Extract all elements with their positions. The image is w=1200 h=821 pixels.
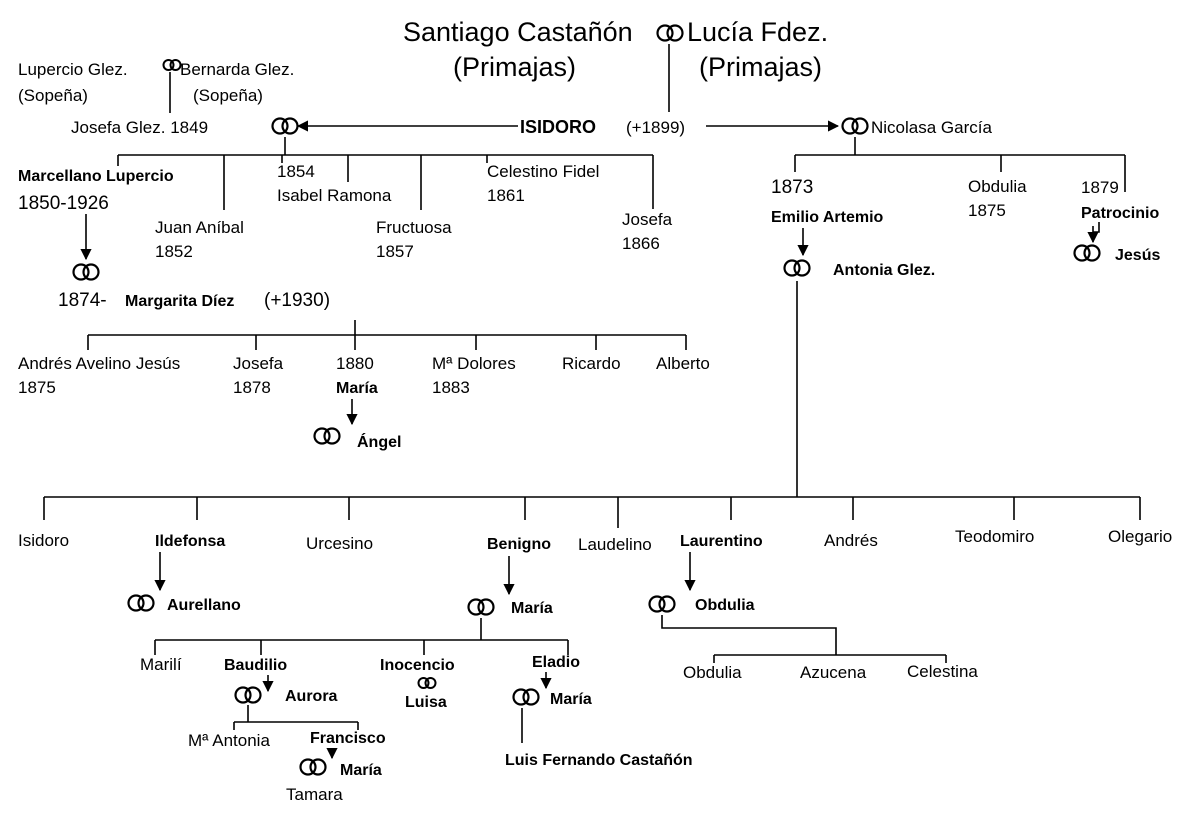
marili: Marilí xyxy=(140,655,182,674)
marriage-year: 1874- xyxy=(58,290,107,311)
marriage-rings-icon xyxy=(271,117,299,135)
root-lucia: Lucía Fdez. xyxy=(687,17,828,47)
josefa-hija-year: 1866 xyxy=(622,234,660,253)
emilio-year: 1873 xyxy=(771,177,813,198)
m-antonia: Mª Antonia xyxy=(188,731,270,750)
marriage-rings-icon xyxy=(72,263,100,281)
maria-eladio: María xyxy=(550,691,592,708)
antonia-glez: Antonia Glez. xyxy=(833,262,935,279)
andres: Andrés xyxy=(824,531,878,550)
marriage-rings-icon xyxy=(417,677,437,689)
marriage-rings-icon xyxy=(234,686,262,704)
root-couple: Santiago Castañón Lucía Fdez. (Primajas)… xyxy=(403,17,828,82)
isabel-ramona: Isabel Ramona xyxy=(277,186,392,205)
baudilio: Baudilio xyxy=(224,657,287,674)
emilio-artemio: Emilio Artemio xyxy=(771,209,884,226)
tamara: Tamara xyxy=(286,785,343,804)
luisa: Luisa xyxy=(405,694,447,711)
root-santiago: Santiago Castañón xyxy=(403,17,633,47)
josefa-glez: Josefa Glez. 1849 xyxy=(71,118,208,137)
marriage-rings-icon xyxy=(162,59,182,71)
isidoro-nieto: Isidoro xyxy=(18,531,69,550)
marriage-rings-icon xyxy=(648,595,676,613)
isabel-year: 1854 xyxy=(277,162,315,181)
marriage-rings-icon xyxy=(841,117,869,135)
lupercio-origin: (Sopeña) xyxy=(18,86,88,105)
marriage-rings-icon xyxy=(1073,244,1101,262)
fructuosa: Fructuosa xyxy=(376,218,452,237)
ildefonsa: Ildefonsa xyxy=(155,533,225,550)
lupercio: Lupercio Glez. xyxy=(18,60,128,79)
francisco: Francisco xyxy=(310,730,386,747)
juan-anibal-year: 1852 xyxy=(155,242,193,261)
maria-benigno: María xyxy=(511,600,553,617)
marriage-rings-icon xyxy=(313,427,341,445)
inocencio: Inocencio xyxy=(380,657,455,674)
urcesino: Urcesino xyxy=(306,534,373,553)
azucena: Azucena xyxy=(800,663,867,682)
patrocinio: Patrocinio xyxy=(1081,205,1159,222)
jesus: Jesús xyxy=(1115,247,1160,264)
celestino-fidel: Celestino Fidel xyxy=(487,162,599,181)
aurora: Aurora xyxy=(285,688,338,705)
dolores-year: 1883 xyxy=(432,378,470,397)
marriage-rings-icon xyxy=(783,259,811,277)
fructuosa-year: 1857 xyxy=(376,242,414,261)
laudelino: Laudelino xyxy=(578,535,652,554)
alberto: Alberto xyxy=(656,354,710,373)
celestina: Celestina xyxy=(907,662,978,681)
obdulia-laurentino: Obdulia xyxy=(695,597,755,614)
luis-fernando: Luis Fernando Castañón xyxy=(505,752,693,769)
teodomiro: Teodomiro xyxy=(955,527,1034,546)
aurellano: Aurellano xyxy=(167,597,241,614)
marcellano-years: 1850-1926 xyxy=(18,193,109,214)
marriage-rings-icon xyxy=(512,688,540,706)
root-lucia-origin: (Primajas) xyxy=(699,52,822,82)
josefa-parents: Lupercio Glez. Bernarda Glez. (Sopeña) (… xyxy=(18,59,294,105)
andres-avelino-year: 1875 xyxy=(18,378,56,397)
connector xyxy=(661,615,837,655)
margarita-diez: Margarita Díez xyxy=(125,293,234,310)
connector xyxy=(1093,222,1100,233)
isidoro: ISIDORO xyxy=(520,117,596,137)
bernarda: Bernarda Glez. xyxy=(180,60,294,79)
josefa-hija: Josefa xyxy=(622,210,673,229)
marriage-rings-icon xyxy=(656,24,684,42)
eladio: Eladio xyxy=(532,654,580,671)
root-santiago-origin: (Primajas) xyxy=(453,52,576,82)
obdulia-hija-year: 1875 xyxy=(968,201,1006,220)
patrocinio-year: 1879 xyxy=(1081,178,1119,197)
obdulia-nieta: Obdulia xyxy=(683,663,742,682)
maria-francisco: María xyxy=(340,762,382,779)
benigno: Benigno xyxy=(487,536,551,553)
isidoro-death: (+1899) xyxy=(626,118,685,137)
marcellano: Marcellano Lupercio xyxy=(18,168,174,185)
josefa-nieta-year: 1878 xyxy=(233,378,271,397)
marriage-rings-icon xyxy=(299,758,327,776)
angel: Ángel xyxy=(357,432,401,451)
maria-nieta: María xyxy=(336,380,378,397)
obdulia-hija: Obdulia xyxy=(968,177,1027,196)
josefa-nieta: Josefa xyxy=(233,354,284,373)
bernarda-origin: (Sopeña) xyxy=(193,86,263,105)
maria-year: 1880 xyxy=(336,354,374,373)
celestino-year: 1861 xyxy=(487,186,525,205)
juan-anibal: Juan Aníbal xyxy=(155,218,244,237)
ricardo: Ricardo xyxy=(562,354,621,373)
dolores: Mª Dolores xyxy=(432,354,516,373)
marriage-rings-icon xyxy=(127,594,155,612)
marriage-rings-icon xyxy=(467,598,495,616)
laurentino: Laurentino xyxy=(680,533,763,550)
nicolasa-garcia: Nicolasa García xyxy=(871,118,992,137)
olegario: Olegario xyxy=(1108,527,1172,546)
andres-avelino: Andrés Avelino Jesús xyxy=(18,354,180,373)
margarita-death: (+1930) xyxy=(264,290,330,311)
